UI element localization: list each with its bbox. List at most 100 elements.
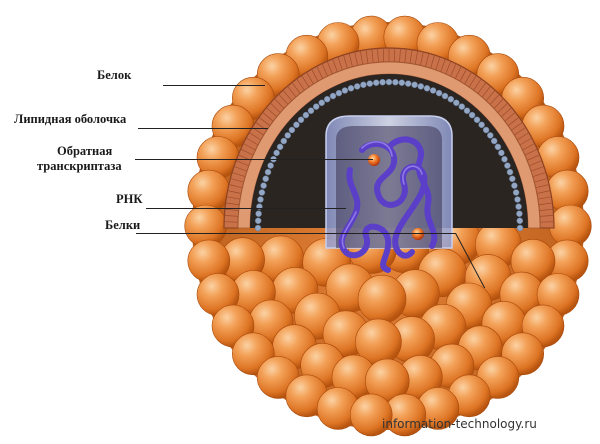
envelope-tick [507,116,520,127]
envelope-tick [425,53,430,67]
bead [447,95,455,103]
label-lipid-envelope: Липидная оболочка [14,112,127,126]
envelope-tick [539,221,554,223]
envelope-tick [464,71,472,85]
bead [490,137,498,145]
envelope-tick [528,160,543,167]
bead [379,78,386,86]
bead [360,81,367,89]
bead [509,175,516,183]
envelope-tick [468,75,477,88]
bead [441,92,449,100]
envelope-tick [481,85,491,98]
bead [385,78,393,86]
bead [318,99,325,107]
envelope-tick [393,48,396,63]
bead [257,196,264,203]
bead [453,99,460,107]
envelope-tick [514,127,526,136]
bead [487,132,494,139]
envelope-tick [399,48,401,63]
bead-ring [254,78,524,232]
bead [307,107,315,114]
bead [258,189,266,196]
bead [417,83,425,90]
envelope-tick [278,93,289,105]
bead [514,196,521,203]
reverse-transcriptase-enzyme [412,228,424,240]
envelope-tick [524,148,538,156]
cutaway-section [223,47,555,273]
envelope-tick [274,98,285,109]
envelope-tick [343,54,348,69]
envelope-tick [382,48,385,63]
rna-highlight [341,141,423,249]
envelope-tick [454,66,462,79]
bead [284,132,291,139]
envelope-tick [258,116,271,127]
bead [366,80,374,87]
bead [494,143,502,151]
envelope-tick [530,166,545,172]
envelope-tick [233,166,248,172]
bead [392,78,399,86]
bead [478,121,485,129]
envelope-tick [248,132,262,141]
envelope-tick [497,102,508,113]
envelope-tick [326,60,333,75]
capsid-inner [336,126,442,248]
envelope-tick [230,178,244,183]
bead [262,175,269,183]
envelope-tick [420,51,424,66]
envelope-tick [245,137,259,146]
envelope-tick [359,50,364,65]
envelope-tick [510,121,523,131]
bead [267,162,274,169]
bead [435,89,443,97]
bead [482,126,490,134]
bead [512,189,520,196]
envelope-tick [409,49,413,64]
bead [458,103,466,110]
envelope-tick [516,132,530,141]
envelope-tick [539,208,554,211]
protein-sphere [349,393,393,437]
envelope-tick [301,75,310,88]
envelope-tick [226,196,241,200]
envelope-tick [539,215,554,217]
envelope-tick [430,54,435,69]
leader-protein [163,85,265,86]
envelope-tick [414,50,419,65]
watermark: information-technology.ru [382,417,537,431]
bead [501,155,508,163]
bead [276,143,284,151]
envelope-tick [282,89,293,102]
bead [255,210,262,217]
envelope-tick [489,93,500,105]
bead [293,121,300,129]
protein-sphere [357,274,407,324]
bead [302,111,310,119]
bead [372,79,380,86]
bead [516,224,524,232]
bead [515,203,522,210]
leader-reverse-transcriptase [135,159,373,160]
envelope-tick [404,48,407,63]
bead [329,92,337,100]
lipid-envelope-ticks [224,48,554,229]
bead [353,83,361,90]
envelope-tick [522,143,535,151]
bead [254,224,262,232]
label-reverse-transcriptase-1: Обратная [57,144,113,158]
bead [504,162,511,169]
bead [280,137,288,145]
envelope-tick [321,63,328,77]
reverse-transcriptase-enzyme [368,154,380,166]
bead [429,87,437,94]
envelope-tick [311,68,319,82]
envelope-tick [365,49,369,64]
envelope-tick [224,215,239,217]
envelope-tick [440,58,446,73]
bead [323,95,331,103]
label-proteins: Белки [105,218,141,232]
